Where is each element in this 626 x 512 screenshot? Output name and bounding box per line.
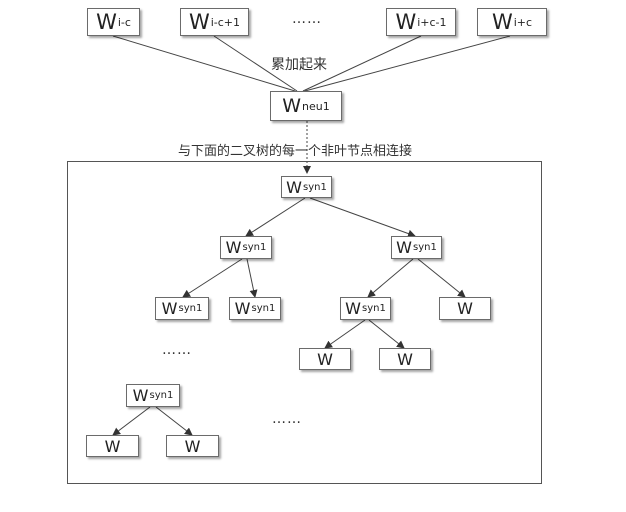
node-sub: i-c+1 (210, 15, 241, 29)
node-base: W (286, 177, 302, 197)
edge-l-lr (246, 258, 258, 298)
node-base: W (396, 238, 412, 257)
tree-leaf: W (379, 348, 431, 370)
node-base: W (132, 386, 149, 405)
edge-root-l (245, 197, 306, 237)
edge-r-rr (417, 258, 466, 298)
edge-r-rl (367, 258, 414, 298)
node-sub: syn1 (251, 303, 276, 314)
node-sub: syn1 (149, 390, 174, 401)
node-sub: i+c (513, 15, 533, 29)
edge-top3-neu (302, 35, 422, 92)
edge-bl-r (155, 406, 193, 436)
edge-top2-neu (213, 35, 298, 92)
edge-l-ll (182, 258, 243, 298)
connect-label: 与下面的二叉树的每一个非叶节点相连接 (178, 144, 413, 159)
tree-ellipsis-bottom: …… (272, 411, 302, 427)
node-sub: neu1 (302, 99, 330, 113)
node-sub: i+c-1 (417, 15, 447, 29)
edge-bl-l (112, 406, 151, 436)
tree-leaf: W (166, 435, 219, 457)
node-base: W (282, 95, 302, 117)
node-sub: syn1 (362, 303, 386, 314)
node-base: W (317, 349, 333, 369)
tree-frame (67, 161, 542, 484)
node-base: W (161, 299, 178, 318)
node-sub: syn1 (413, 242, 437, 253)
edge-top1-neu (112, 35, 296, 92)
node-base: W (234, 299, 251, 318)
tree-leaf: W (299, 348, 351, 370)
edge-rl-r (368, 319, 405, 349)
node-base: W (225, 238, 242, 257)
node-base: W (397, 349, 413, 369)
node-sub: syn1 (178, 303, 203, 314)
sum-label: 累加起来 (271, 57, 327, 73)
node-base: W (457, 299, 473, 318)
node-base: W (345, 299, 361, 318)
node-sub: i-c (117, 15, 131, 29)
node-base: W (395, 10, 417, 34)
tree-leaf: W (439, 297, 491, 320)
node-sub: syn1 (303, 181, 327, 193)
node-sub: syn1 (242, 242, 267, 253)
node-base: W (184, 436, 201, 456)
edge-root-r (309, 197, 416, 238)
edge-rl-l (324, 319, 366, 349)
node-base: W (491, 10, 513, 34)
node-base: W (188, 10, 210, 34)
node-base: W (104, 436, 121, 456)
tree-leaf: W (86, 435, 139, 457)
top-ellipsis: …… (292, 11, 322, 27)
tree-ellipsis-left: …… (162, 342, 192, 358)
edge-top4-neu (304, 35, 511, 92)
node-base: W (96, 10, 117, 34)
